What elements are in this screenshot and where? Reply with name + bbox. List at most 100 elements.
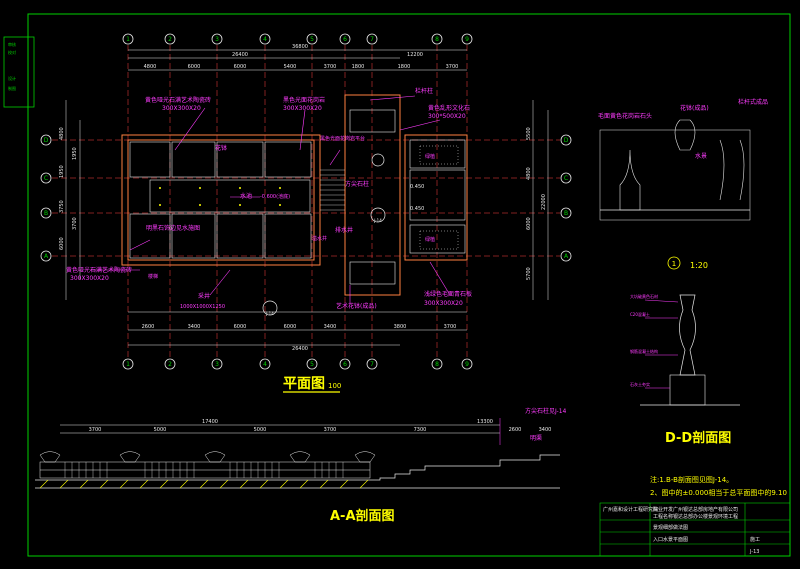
plan-axis-top — [122, 33, 473, 45]
label-stone-pillar: 方尖石柱 — [345, 180, 369, 188]
aa-dim-7: 13300 — [477, 419, 493, 425]
axis-x-2: 2 — [168, 36, 172, 43]
aa-dim-9: 3400 — [539, 427, 552, 433]
axis-y-c: C — [44, 175, 48, 182]
axis-y-a: A — [44, 253, 49, 260]
dim-left-2: 1950 — [59, 165, 65, 178]
dd-label-3: 钢筋混凝土结构 — [630, 348, 658, 354]
dim-bottom-seg-3: 6000 — [234, 324, 247, 330]
title-block-frame — [599, 502, 791, 557]
aa-note-right: 明渠 — [530, 434, 542, 442]
axis-x-9: 9 — [465, 36, 469, 43]
left-legend-4: 制图 — [8, 85, 16, 91]
dim-bottom-seg-1: 2600 — [142, 324, 155, 330]
label-tile-yellow-2: 黄色哑光石满艺术陶瓷砖 — [66, 266, 132, 274]
dim-top-seg-4: 5400 — [284, 64, 297, 70]
plan-axis-sides — [40, 134, 572, 262]
label-sculpture: 艺术花钵(成品) — [336, 302, 377, 310]
dim-right-1: 5500 — [526, 127, 532, 140]
dim-top-seg-1: 4800 — [144, 64, 157, 70]
plan-dim-lines-side — [65, 100, 549, 300]
axis-y-d: D — [44, 137, 49, 144]
dim-left-5: 1950 — [72, 147, 78, 160]
dim-bottom-seg-4: 6000 — [284, 324, 297, 330]
dim-top-total-1: 26400 — [232, 52, 248, 58]
tb-client: 商业开发广州银达总部房地产有限公司 — [653, 506, 738, 513]
dim-top-seg-2: 6000 — [188, 64, 201, 70]
axis-y-d-right: D — [564, 137, 569, 144]
label-culture-stone-size: 300*500X20 — [428, 113, 466, 120]
axis-x-7: 7 — [370, 36, 374, 43]
dd-label-1: 大坑破黄色石材 — [630, 293, 658, 299]
axis-x-4-bottom: 4 — [263, 361, 267, 368]
label-drain-pipe: 排水井 — [335, 226, 353, 234]
axis-y-b: B — [44, 210, 48, 217]
aa-dim-5: 3700 — [324, 427, 337, 433]
plan-scale: 100 — [328, 382, 341, 390]
detail-railing — [599, 119, 751, 221]
tb-item: 入口水景平面图 — [653, 536, 688, 543]
plan-steps — [320, 169, 345, 211]
note-line-1: 注:1.B-B剖面图见图J-14。 — [650, 475, 733, 484]
label-flower-2: 绿植 — [425, 236, 435, 243]
axis-x-1: 1 — [126, 36, 130, 43]
axis-x-4: 4 — [263, 36, 267, 43]
dim-top-seg-6: 1800 — [352, 64, 365, 70]
dim-right-5: 5700 — [526, 267, 532, 280]
label-tile-yellow-2-size: 300X300X20 — [70, 275, 109, 282]
plan-tile-panels — [129, 109, 466, 285]
axis-x-3: 3 — [215, 36, 219, 43]
plan-title: 平面图 — [283, 376, 325, 392]
label-pool-level: -0.600(池底) — [260, 193, 290, 200]
plan-leader-lines — [90, 95, 451, 305]
aa-dim-3: 5000 — [154, 427, 167, 433]
left-legend-2: 校对 — [8, 49, 16, 55]
label-level-1: 0.450 — [410, 184, 424, 190]
detail-number-circle — [667, 256, 681, 270]
note-line-2: 2、图中的±0.000相当于总平面图中的9.10 — [650, 488, 787, 497]
axis-x-6-bottom: 6 — [343, 361, 347, 368]
tb-drawing: 景观细部做法图 — [653, 524, 688, 531]
dim-top-total-2: 36800 — [292, 44, 308, 50]
plan-section-markers — [262, 153, 386, 316]
dd-title: D-D剖面图 — [665, 430, 731, 446]
aa-dim-8: 2600 — [509, 427, 522, 433]
detail-number: 1 — [672, 260, 676, 268]
label-drain-size: 1000X1000X1250 — [180, 304, 225, 310]
section-ref-2: J-14 — [265, 311, 274, 316]
label-tile-yellow-size: 300X300X20 — [162, 105, 201, 112]
left-legend-1: 审核 — [8, 41, 16, 47]
aa-dim-2: 3700 — [89, 427, 102, 433]
dim-left-1: 4800 — [59, 127, 65, 140]
axis-x-2-bottom: 2 — [168, 361, 172, 368]
dim-left-6: 3700 — [72, 217, 78, 230]
aa-railing — [39, 451, 376, 479]
outer-frame — [27, 13, 791, 557]
left-legend-box — [3, 36, 35, 108]
detail-label-pool: 水景 — [695, 152, 707, 160]
left-legend-3: 设计 — [8, 75, 16, 81]
aa-ground — [35, 454, 560, 489]
axis-x-7-bottom: 7 — [370, 361, 374, 368]
dim-bottom-seg-5: 3400 — [324, 324, 337, 330]
dim-bottom-seg-7: 3700 — [444, 324, 457, 330]
label-overflow: 明黑石饰边见水施图 — [146, 224, 200, 232]
axis-x-5-bottom: 5 — [310, 361, 314, 368]
aa-balusters — [64, 462, 344, 478]
detail-label-railing: 栏杆式成品 — [738, 98, 768, 106]
aa-dim-6: 7300 — [414, 427, 427, 433]
aa-ground-hatch — [39, 479, 369, 489]
label-railing: 栏杆柱 — [415, 87, 433, 95]
axis-x-3-bottom: 3 — [215, 361, 219, 368]
dim-bottom-seg-6: 3800 — [394, 324, 407, 330]
aa-dim-1: 17400 — [202, 419, 218, 425]
axis-x-6: 6 — [343, 36, 347, 43]
tb-phase: 施工 — [750, 536, 760, 543]
label-granite-black: 黑色光面花岗岩 — [283, 96, 325, 104]
label-tile-yellow: 黄色哑光石满艺术陶瓷砖 — [145, 96, 211, 104]
axis-x-9-bottom: 9 — [465, 361, 469, 368]
dim-top-12200: 12200 — [407, 52, 423, 58]
section-ref-1: J-14 — [373, 218, 382, 223]
dd-label-2: C20混凝土 — [630, 311, 650, 317]
tb-project: 工程名称银达总部办公楼景观环境工程 — [653, 513, 738, 520]
